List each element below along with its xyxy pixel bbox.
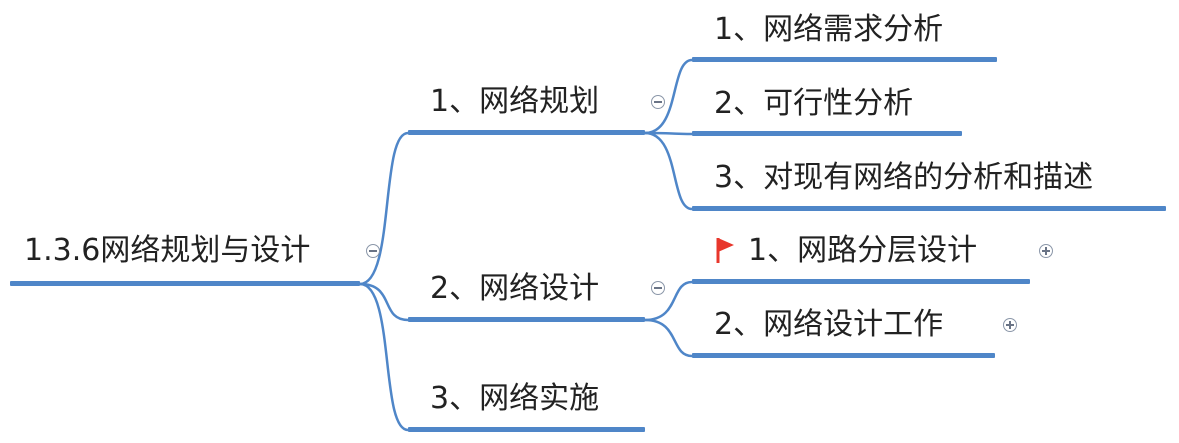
branch-3-underline — [408, 427, 645, 432]
branch-1-underline — [408, 130, 645, 135]
branch-2-leaf-2-expand-icon[interactable] — [1003, 318, 1017, 332]
branch-2-leaf-1-underline — [692, 279, 1030, 284]
branch-1-leaf-3-label[interactable]: 3、对现有网络的分析和描述 — [714, 160, 1094, 195]
branch-2-underline — [408, 317, 645, 322]
branch-1-leaf-1-label[interactable]: 1、网络需求分析 — [714, 12, 944, 47]
root-topic-underline — [10, 281, 360, 286]
connector-branch-2-leaf-2 — [643, 318, 694, 358]
connector-branch-1-leaf-3 — [643, 131, 694, 211]
flag-icon — [716, 238, 734, 263]
connector-root-branch-1 — [358, 131, 410, 286]
branch-1-collapse-icon[interactable] — [651, 95, 665, 109]
branch-2-leaf-2-underline — [692, 353, 995, 358]
connector-root-branch-3 — [358, 282, 410, 432]
connector-branch-2-leaf-1 — [643, 280, 694, 322]
root-topic-label[interactable]: 1.3.6网络规划与设计 — [24, 233, 311, 268]
branch-1-label[interactable]: 1、网络规划 — [430, 84, 600, 119]
branch-1-leaf-1-underline — [692, 57, 997, 62]
connector-branch-1-leaf-2 — [643, 131, 694, 136]
branch-2-collapse-icon[interactable] — [651, 281, 665, 295]
branch-2-leaf-2-label[interactable]: 2、网络设计工作 — [714, 307, 944, 342]
branch-2-leaf-1-expand-icon[interactable] — [1039, 244, 1053, 258]
connector-root-branch-2 — [358, 282, 410, 322]
branch-1-leaf-2-label[interactable]: 2、可行性分析 — [714, 86, 914, 121]
branch-3-label[interactable]: 3、网络实施 — [430, 381, 600, 416]
branch-1-leaf-2-underline — [692, 131, 962, 136]
branch-1-leaf-3-underline — [692, 206, 1166, 211]
connector-branch-1-leaf-1 — [643, 58, 694, 135]
branch-2-label[interactable]: 2、网络设计 — [430, 271, 600, 306]
branch-2-leaf-1-label[interactable]: 1、网路分层设计 — [748, 233, 978, 268]
root-collapse-icon[interactable] — [366, 244, 380, 258]
